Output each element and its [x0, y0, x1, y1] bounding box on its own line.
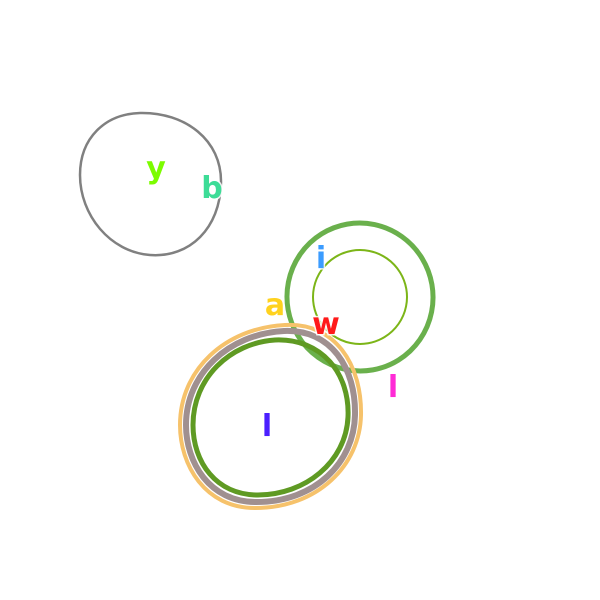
- green-ring-outer: [284, 220, 436, 374]
- olive-ring: [190, 337, 351, 498]
- green-ring-inner: [312, 249, 408, 345]
- letter-y: y: [146, 151, 166, 186]
- letter-w: w: [312, 307, 340, 342]
- letter-a: a: [265, 288, 285, 323]
- letter-i: i: [316, 241, 326, 276]
- letter-l-magenta: l: [388, 370, 398, 405]
- gray-loop: [78, 111, 223, 257]
- orange-halo: [177, 322, 364, 511]
- letter-l-blue: l: [262, 409, 272, 444]
- letter-b: b: [201, 171, 222, 206]
- gray-ring: [182, 327, 359, 506]
